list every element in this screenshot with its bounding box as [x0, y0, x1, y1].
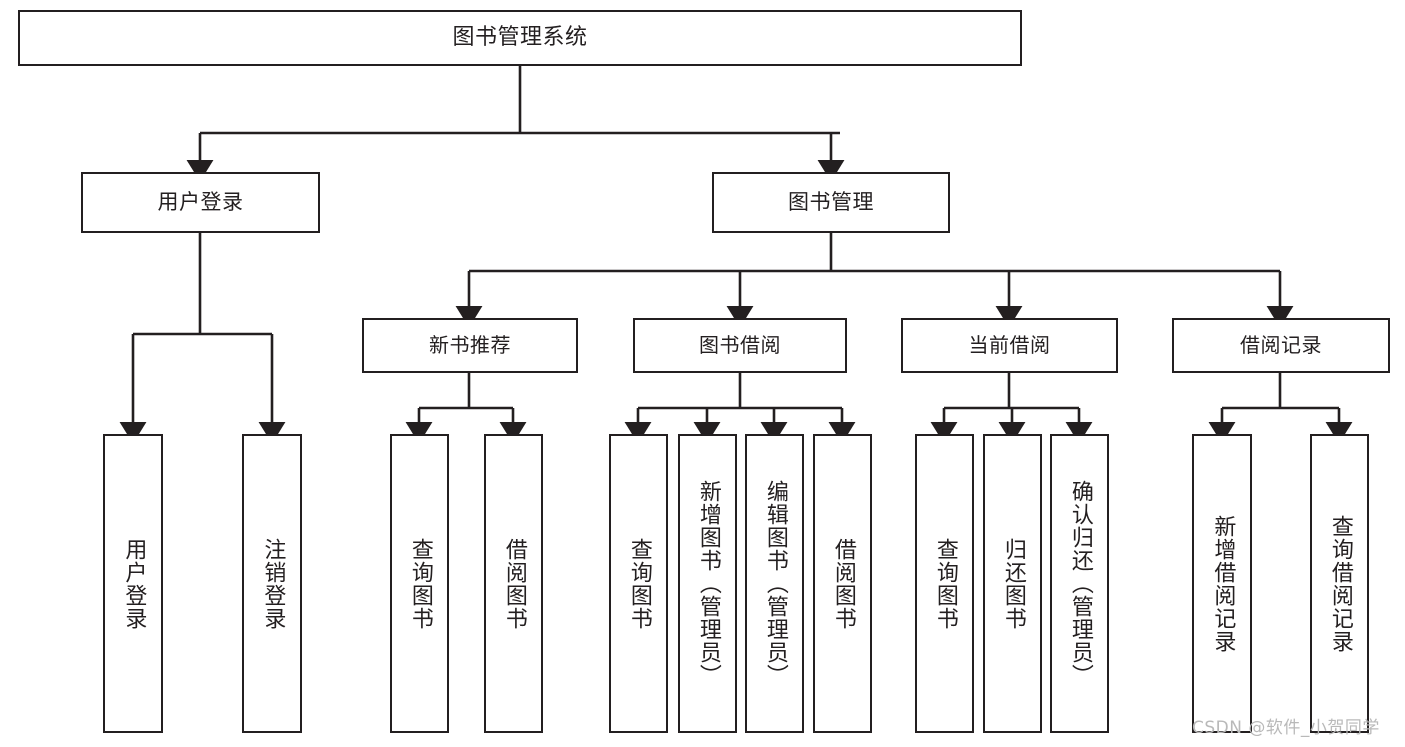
node-leaf-confirm-return[interactable]: 确认归还（管理员） — [1050, 434, 1109, 733]
node-leaf-add-borrow-record-label: 新增借阅记录 — [1210, 514, 1236, 653]
node-leaf-return-book-label: 归还图书 — [1000, 537, 1026, 630]
node-book-manage-label: 图书管理 — [788, 190, 874, 215]
node-leaf-add-book[interactable]: 新增图书（管理员） — [678, 434, 737, 733]
node-leaf-user-login[interactable]: 用户登录 — [103, 434, 163, 733]
node-leaf-query-book-2-label: 查询图书 — [626, 537, 652, 630]
node-leaf-add-book-label: 新增图书（管理员） — [695, 480, 721, 687]
node-borrow-record[interactable]: 借阅记录 — [1172, 318, 1390, 373]
node-root[interactable]: 图书管理系统 — [18, 10, 1022, 66]
node-leaf-query-borrow-record-label: 查询借阅记录 — [1327, 514, 1353, 653]
node-leaf-add-borrow-record[interactable]: 新增借阅记录 — [1192, 434, 1252, 733]
node-borrow-record-label: 借阅记录 — [1240, 333, 1322, 357]
node-root-label: 图书管理系统 — [452, 25, 588, 51]
node-leaf-edit-book-label: 编辑图书（管理员） — [762, 480, 788, 687]
node-leaf-query-borrow-record[interactable]: 查询借阅记录 — [1310, 434, 1369, 733]
node-leaf-return-book[interactable]: 归还图书 — [983, 434, 1042, 733]
node-book-manage[interactable]: 图书管理 — [712, 172, 950, 233]
node-leaf-query-book-2[interactable]: 查询图书 — [609, 434, 668, 733]
node-current-borrow-label: 当前借阅 — [968, 333, 1051, 357]
node-leaf-borrow-book-1-label: 借阅图书 — [501, 537, 527, 630]
node-leaf-logout-label: 注销登录 — [260, 537, 286, 630]
node-user-login[interactable]: 用户登录 — [81, 172, 320, 233]
node-user-login-label: 用户登录 — [157, 190, 244, 215]
node-leaf-edit-book[interactable]: 编辑图书（管理员） — [745, 434, 804, 733]
node-book-borrow-label: 图书借阅 — [699, 333, 781, 357]
node-new-book-recommend-label: 新书推荐 — [429, 333, 511, 357]
node-leaf-borrow-book-1[interactable]: 借阅图书 — [484, 434, 543, 733]
node-leaf-query-book-3[interactable]: 查询图书 — [915, 434, 974, 733]
node-leaf-borrow-book-2-label: 借阅图书 — [830, 537, 856, 630]
node-book-borrow[interactable]: 图书借阅 — [633, 318, 847, 373]
node-leaf-confirm-return-label: 确认归还（管理员） — [1067, 480, 1093, 687]
node-leaf-query-book-1-label: 查询图书 — [407, 537, 433, 630]
node-leaf-borrow-book-2[interactable]: 借阅图书 — [813, 434, 872, 733]
node-new-book-recommend[interactable]: 新书推荐 — [362, 318, 578, 373]
node-leaf-user-login-label: 用户登录 — [121, 537, 147, 630]
node-leaf-query-book-3-label: 查询图书 — [932, 537, 958, 630]
node-current-borrow[interactable]: 当前借阅 — [901, 318, 1118, 373]
node-leaf-logout[interactable]: 注销登录 — [242, 434, 302, 733]
node-leaf-query-book-1[interactable]: 查询图书 — [390, 434, 449, 733]
